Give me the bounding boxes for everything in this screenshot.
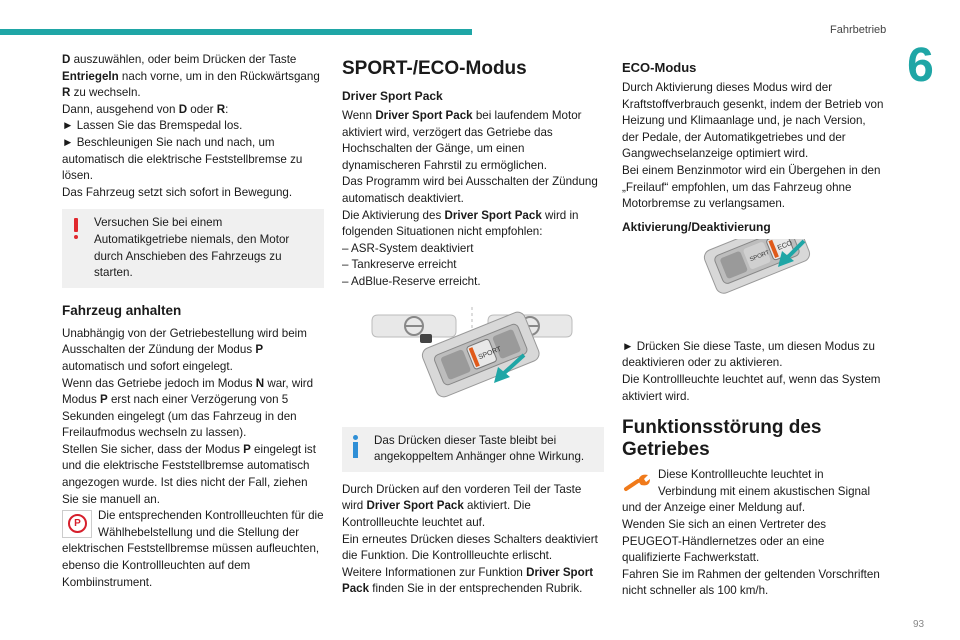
- warning-icon: [72, 218, 80, 240]
- column-1: D auszuwählen, oder beim Drücken der Tas…: [62, 52, 324, 591]
- paragraph: D auszuwählen, oder beim Drücken der Tas…: [62, 53, 320, 100]
- wrench-icon: [622, 469, 652, 495]
- step-item: ► Drücken Sie diese Taste, um diesen Mod…: [622, 339, 875, 370]
- header-accent-bar: [0, 29, 472, 35]
- paragraph: Unabhängig von der Getriebestellung wird…: [62, 326, 307, 373]
- console-switch: SPORT: [421, 311, 540, 397]
- column-3: ECO-Modus Durch Aktivierung dieses Modus…: [622, 52, 884, 600]
- sport-button-diagram: SPORT: [371, 306, 573, 397]
- steering-wheel-icon: [371, 314, 457, 343]
- paragraph: Die Aktivierung des Driver Sport Pack wi…: [342, 208, 579, 239]
- info-icon: [353, 434, 359, 459]
- press-arrow: [778, 239, 806, 267]
- eco-mode-illustration: SPORT ECO: [622, 217, 884, 309]
- subsection-heading: Driver Sport Pack: [342, 89, 443, 103]
- eco-button-diagram: SPORT ECO: [703, 217, 811, 294]
- paragraph: Durch Aktivierung dieses Modus wird der …: [622, 81, 884, 161]
- warning-note: Versuchen Sie bei einem Automatikgetrieb…: [62, 209, 324, 288]
- paragraph: Wenn Driver Sport Pack bei laufendem Mot…: [342, 109, 582, 172]
- paragraph: Die Kontrollleuchte leuchtet auf, wenn d…: [622, 372, 881, 403]
- step-item: ► Lassen Sie das Bremspedal los.: [62, 119, 243, 133]
- indicator-paragraph: P Die entsprechenden Kontrollleuchten fü…: [62, 508, 324, 591]
- sport-mode-illustration: SPORT: [342, 301, 604, 419]
- paragraph: Das Programm wird bei Ausschalten der Zü…: [342, 175, 598, 205]
- paragraph: Weitere Informationen zur Funktion Drive…: [342, 565, 594, 596]
- list-item: – ASR-System deaktiviert: [342, 241, 474, 255]
- section-heading: ECO-Modus: [622, 60, 697, 75]
- paragraph: Wenn das Getriebe jedoch im Modus N war,…: [62, 376, 314, 440]
- paragraph: Stellen Sie sicher, dass der Modus P ein…: [62, 442, 316, 506]
- paragraph: Dann, ausgehend von D oder R:: [62, 102, 229, 116]
- section-title: SPORT-/ECO-Modus: [342, 58, 527, 79]
- paragraph: Fahren Sie im Rahmen der geltenden Vorsc…: [622, 567, 880, 598]
- section-title: Funktionsstörung des Getriebes: [622, 417, 822, 461]
- indicator-paragraph: Diese Kontrollleuchte leuchtet in Verbin…: [622, 467, 884, 517]
- paragraph: Die entsprechenden Kontrollleuchten für …: [62, 509, 324, 589]
- step-item: ► Beschleunigen Sie nach und nach, um au…: [62, 135, 303, 183]
- parking-brake-icon: P: [62, 510, 92, 539]
- section-heading: Fahrzeug anhalten: [62, 302, 182, 318]
- paragraph: Durch Drücken auf den vorderen Teil der …: [342, 482, 582, 529]
- page-number: 93: [913, 619, 925, 630]
- list-item: – AdBlue-Reserve erreicht.: [342, 274, 481, 288]
- paragraph: Diese Kontrollleuchte leuchtet in Verbin…: [622, 468, 871, 515]
- paragraph: Bei einem Benzinmotor wird ein Übergehen…: [622, 163, 881, 211]
- info-text: Das Drücken dieser Taste bleibt bei ange…: [374, 433, 585, 464]
- info-note: Das Drücken dieser Taste bleibt bei ange…: [342, 426, 604, 472]
- section-name: Fahrbetrieb: [830, 24, 887, 36]
- column-2: SPORT-/ECO-Modus Driver Sport Pack Wenn …: [342, 52, 604, 598]
- press-arrow: [494, 353, 526, 383]
- list-item: – Tankreserve erreicht: [342, 258, 457, 272]
- paragraph: Ein erneutes Drücken dieses Schalters de…: [342, 532, 598, 563]
- paragraph: Wenden Sie sich an einen Vertreter des P…: [622, 517, 827, 565]
- chapter-number: 6: [907, 39, 934, 92]
- warning-text: Versuchen Sie bei einem Automatikgetrieb…: [94, 216, 290, 280]
- paragraph: Das Fahrzeug setzt sich sofort in Bewegu…: [62, 185, 293, 199]
- subsection-heading: Aktivierung/Deaktivierung: [622, 219, 771, 234]
